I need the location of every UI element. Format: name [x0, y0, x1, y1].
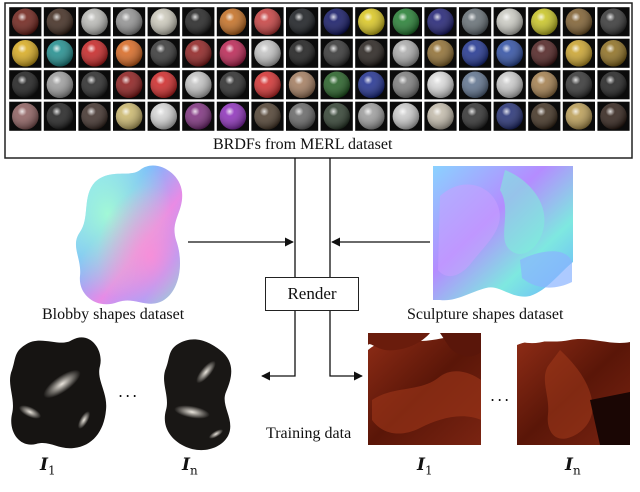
brdf-sphere [216, 101, 249, 131]
brdf-sphere [597, 70, 630, 100]
brdf-sphere [147, 70, 180, 100]
brdf-sphere [78, 38, 111, 68]
brdf-sphere [528, 38, 561, 68]
image-symbol-sculpture-1: I1 [417, 455, 433, 478]
render-label: Render [287, 284, 337, 303]
brdf-sphere [389, 70, 422, 100]
brdf-sphere [216, 70, 249, 100]
brdf-sphere [493, 7, 526, 37]
brdf-sphere [9, 7, 42, 37]
arrow-render-to-blobby [261, 311, 296, 381]
brdf-sphere [528, 101, 561, 131]
brdf-sphere [424, 7, 457, 37]
blobby-render-1 [10, 337, 107, 449]
sculpture-normal-map [433, 166, 573, 302]
brdf-sphere [113, 70, 146, 100]
brdf-sphere [320, 7, 353, 37]
brdf-sphere [493, 101, 526, 131]
brdf-sphere [493, 70, 526, 100]
brdf-sphere [216, 7, 249, 37]
image-symbol-blobby-1: I1 [40, 455, 56, 478]
arrow-render-to-sculpture [329, 311, 363, 381]
brdf-sphere [216, 38, 249, 68]
brdf-sphere [251, 70, 284, 100]
brdf-sphere [113, 38, 146, 68]
brdf-sphere [355, 38, 388, 68]
brdf-sphere [182, 101, 215, 131]
brdf-sphere [355, 70, 388, 100]
ellipsis-sculpture: ... [490, 386, 512, 405]
brdf-sphere [355, 101, 388, 131]
brdf-sphere [43, 38, 76, 68]
brdf-sphere [182, 7, 215, 37]
brdf-sphere [355, 7, 388, 37]
brdf-sphere [113, 101, 146, 131]
brdf-sphere [9, 38, 42, 68]
merl-caption: BRDFs from MERL dataset [213, 136, 393, 153]
brdf-sphere [78, 101, 111, 131]
brdf-sphere [147, 101, 180, 131]
brdf-sphere [459, 38, 492, 68]
brdf-sphere-grid [9, 7, 630, 131]
connectors [188, 158, 430, 381]
brdf-sphere [147, 7, 180, 37]
sculpture-render-1 [368, 333, 481, 445]
brdf-sphere [424, 38, 457, 68]
brdf-sphere [43, 7, 76, 37]
brdf-sphere [286, 70, 319, 100]
blobby-render-n [164, 339, 232, 451]
render-box: Render [265, 277, 359, 311]
brdf-sphere [182, 70, 215, 100]
brdf-sphere [528, 70, 561, 100]
brdf-sphere [251, 101, 284, 131]
image-symbol-blobby-n: In [182, 455, 198, 478]
brdf-sphere [43, 101, 76, 131]
brdf-sphere [459, 101, 492, 131]
brdf-sphere [286, 7, 319, 37]
brdf-sphere [562, 101, 595, 131]
brdf-sphere [147, 38, 180, 68]
training-caption: Training data [266, 425, 352, 442]
brdf-sphere [78, 70, 111, 100]
brdf-sphere [562, 70, 595, 100]
brdf-sphere [528, 7, 561, 37]
sculpture-caption: Sculpture shapes dataset [407, 306, 564, 323]
brdf-sphere [251, 7, 284, 37]
brdf-sphere [320, 38, 353, 68]
brdf-sphere [493, 38, 526, 68]
blobby-caption: Blobby shapes dataset [42, 306, 185, 323]
brdf-sphere [78, 7, 111, 37]
brdf-sphere [389, 38, 422, 68]
brdf-sphere [424, 101, 457, 131]
brdf-sphere [562, 38, 595, 68]
brdf-sphere [320, 70, 353, 100]
brdf-sphere [320, 101, 353, 131]
brdf-sphere [43, 70, 76, 100]
brdf-sphere [9, 70, 42, 100]
brdf-sphere [182, 38, 215, 68]
blobby-normal-map [75, 165, 183, 305]
brdf-sphere [113, 7, 146, 37]
brdf-sphere [389, 101, 422, 131]
brdf-sphere [562, 7, 595, 37]
brdf-sphere [9, 101, 42, 131]
brdf-sphere [459, 7, 492, 37]
brdf-sphere [389, 7, 422, 37]
ellipsis-blobby: ... [118, 382, 140, 401]
brdf-sphere [597, 101, 630, 131]
brdf-sphere [459, 70, 492, 100]
brdf-sphere [286, 101, 319, 131]
brdf-sphere [251, 38, 284, 68]
brdf-sphere [424, 70, 457, 100]
brdf-sphere [286, 38, 319, 68]
image-symbol-sculpture-n: In [565, 455, 581, 478]
brdf-sphere [597, 7, 630, 37]
brdf-sphere [597, 38, 630, 68]
sculpture-render-n [517, 333, 630, 445]
